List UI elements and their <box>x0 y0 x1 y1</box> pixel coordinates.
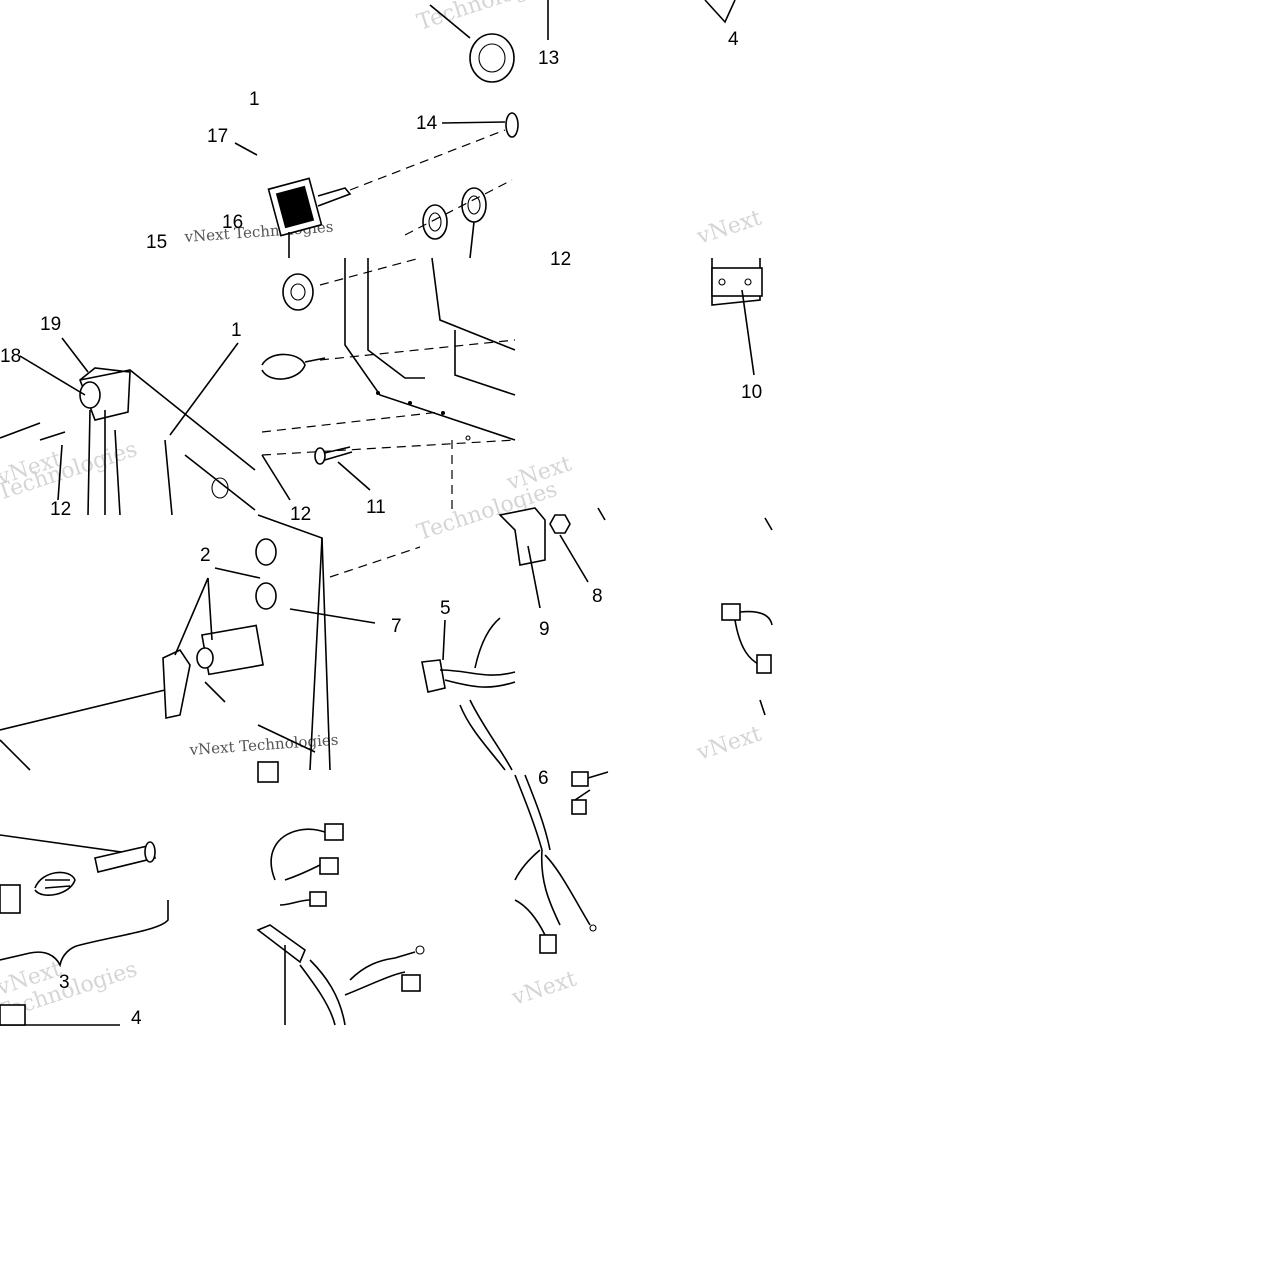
watermark-text: Technologies <box>414 0 560 36</box>
callout-3: 3 <box>59 972 70 993</box>
callout-4-top: 4 <box>728 29 739 50</box>
callout-6: 6 <box>538 768 549 789</box>
panel-7-group <box>255 514 421 783</box>
mount-bracket-group <box>0 337 256 516</box>
callout-2: 2 <box>200 545 211 566</box>
bracket-10-group <box>711 258 763 376</box>
harness-branch-group <box>514 771 609 954</box>
bolt-spring-group <box>0 834 169 1026</box>
callout-5: 5 <box>440 598 451 619</box>
callout-9: 9 <box>539 619 550 640</box>
watermark-text: vNext <box>693 722 765 767</box>
callout-12-left: 12 <box>50 499 71 520</box>
switch-harness-group <box>421 507 606 771</box>
callout-15: 15 <box>146 232 167 253</box>
latch-group <box>0 567 264 771</box>
dash-panel-group <box>261 257 516 515</box>
callout-8: 8 <box>592 586 603 607</box>
callout-7: 7 <box>391 616 402 637</box>
callout-19: 19 <box>40 314 61 335</box>
wire-harness-group <box>256 823 425 1026</box>
callout-16: 16 <box>222 212 243 233</box>
callout-17: 17 <box>207 126 228 147</box>
callout-1-mid: 1 <box>231 320 242 341</box>
callout-13: 13 <box>538 48 559 69</box>
connector-group <box>721 517 773 716</box>
callout-1-top: 1 <box>249 89 260 110</box>
callout-14: 14 <box>416 113 438 134</box>
watermark-text: vNext Technologies <box>188 731 339 759</box>
callout-4-bottom: 4 <box>131 1008 142 1029</box>
callout-12-top: 12 <box>550 249 571 270</box>
watermark-text: vNext <box>693 206 765 251</box>
callout-12-mid: 12 <box>290 504 311 525</box>
callout-18: 18 <box>0 346 21 367</box>
callout-11: 11 <box>366 497 386 518</box>
callout-10: 10 <box>741 382 762 403</box>
ignition-switch-group <box>234 0 736 259</box>
watermark-text: vNext <box>508 967 580 1012</box>
callout-layer: 13 4 1 17 14 16 15 12 19 18 1 10 11 12 1… <box>0 29 762 1029</box>
